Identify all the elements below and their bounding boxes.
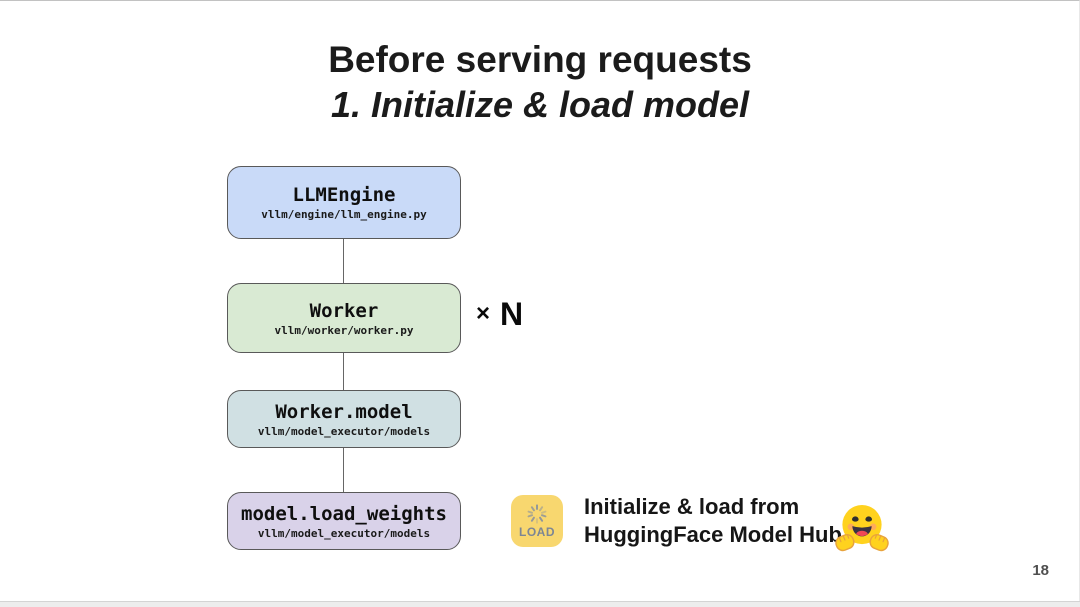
connector-workermodel-loadweights [343,448,344,492]
slide-bottom-edge [0,601,1080,607]
connector-worker-workermodel [343,353,344,390]
node-worker-model: Worker.model vllm/model_executor/models [227,390,461,448]
node-path: vllm/engine/llm_engine.py [261,208,427,221]
load-icon: LOAD [511,495,563,547]
spinner-icon [526,503,548,525]
page-number: 18 [1032,562,1049,579]
title-block: Before serving requests 1. Initialize & … [0,37,1080,127]
load-icon-label: LOAD [519,525,555,539]
worker-multiplier: × N [476,295,524,332]
node-label: Worker [309,299,379,322]
multiplier-count: N [500,295,524,332]
slide-subtitle: 1. Initialize & load model [330,84,750,125]
node-llmengine: LLMEngine vllm/engine/llm_engine.py [227,166,461,239]
node-label: model.load_weights [241,502,447,525]
node-worker: Worker vllm/worker/worker.py [227,283,461,353]
slide-title: Before serving requests [328,39,752,80]
connector-llmengine-worker [343,239,344,283]
node-path: vllm/model_executor/models [257,526,431,540]
annotation-line-1: Initialize & load from [584,494,800,519]
hugging-face-emoji [834,500,890,556]
node-label: Worker.model [275,400,413,423]
annotation-text: Initialize & load from HuggingFace Model… [584,493,842,549]
node-label: LLMEngine [292,184,396,206]
multiply-symbol: × [476,300,491,327]
annotation-line-2: HuggingFace Model Hub [584,522,842,547]
node-path: vllm/model_executor/models [257,424,431,438]
node-path: vllm/worker/worker.py [274,323,414,337]
node-model-load-weights: model.load_weights vllm/model_executor/m… [227,492,461,550]
